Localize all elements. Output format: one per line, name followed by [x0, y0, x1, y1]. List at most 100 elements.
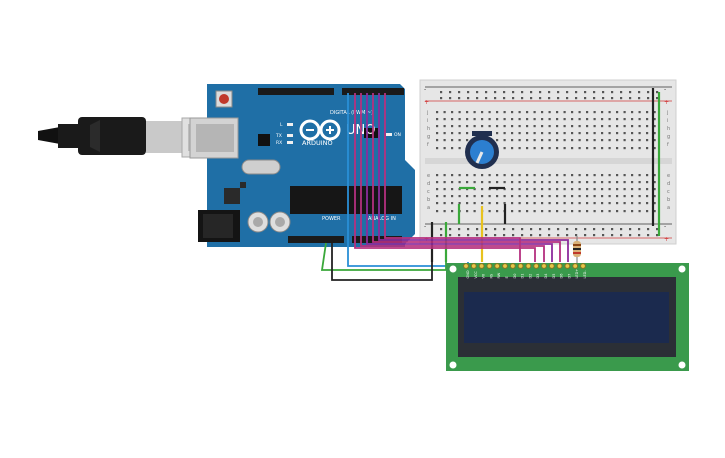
breadboard-hole[interactable]	[586, 202, 589, 205]
breadboard-hole[interactable]	[503, 181, 506, 184]
breadboard-hole[interactable]	[541, 181, 544, 184]
breadboard-hole[interactable]	[518, 147, 521, 150]
breadboard-hole[interactable]	[593, 111, 596, 114]
breadboard-hole[interactable]	[533, 195, 536, 198]
breadboard-hole[interactable]	[496, 111, 499, 114]
rail-hole[interactable]	[440, 91, 443, 94]
breadboard-hole[interactable]	[601, 118, 604, 121]
breadboard-hole[interactable]	[646, 181, 649, 184]
breadboard-hole[interactable]	[578, 174, 581, 177]
breadboard-hole[interactable]	[436, 111, 439, 114]
breadboard-hole[interactable]	[571, 125, 574, 128]
breadboard-hole[interactable]	[488, 125, 491, 128]
breadboard-hole[interactable]	[503, 132, 506, 135]
breadboard-hole[interactable]	[616, 125, 619, 128]
rail-hole[interactable]	[521, 228, 524, 231]
rail-hole[interactable]	[629, 97, 632, 100]
breadboard-hole[interactable]	[436, 202, 439, 205]
breadboard-hole[interactable]	[653, 195, 656, 198]
breadboard-hole[interactable]	[631, 210, 634, 213]
breadboard-hole[interactable]	[631, 202, 634, 205]
breadboard-hole[interactable]	[646, 195, 649, 198]
breadboard-hole[interactable]	[563, 188, 566, 191]
breadboard-hole[interactable]	[548, 132, 551, 135]
breadboard-hole[interactable]	[458, 118, 461, 121]
breadboard-hole[interactable]	[623, 202, 626, 205]
rail-hole[interactable]	[521, 234, 524, 237]
rail-hole[interactable]	[503, 228, 506, 231]
rail-hole[interactable]	[593, 91, 596, 94]
rail-hole[interactable]	[566, 234, 569, 237]
rail-hole[interactable]	[647, 234, 650, 237]
rail-hole[interactable]	[467, 91, 470, 94]
breadboard-hole[interactable]	[466, 181, 469, 184]
rail-hole[interactable]	[449, 228, 452, 231]
breadboard-hole[interactable]	[548, 181, 551, 184]
breadboard-hole[interactable]	[503, 125, 506, 128]
breadboard-hole[interactable]	[526, 118, 529, 121]
breadboard-hole[interactable]	[541, 125, 544, 128]
breadboard-hole[interactable]	[578, 111, 581, 114]
breadboard-hole[interactable]	[631, 139, 634, 142]
breadboard-hole[interactable]	[443, 210, 446, 213]
breadboard-hole[interactable]	[586, 118, 589, 121]
breadboard-hole[interactable]	[503, 111, 506, 114]
lcd-pin[interactable]	[580, 263, 586, 269]
rail-hole[interactable]	[575, 228, 578, 231]
breadboard-hole[interactable]	[556, 118, 559, 121]
breadboard-hole[interactable]	[533, 118, 536, 121]
breadboard-hole[interactable]	[631, 147, 634, 150]
breadboard-hole[interactable]	[578, 188, 581, 191]
breadboard-hole[interactable]	[608, 174, 611, 177]
breadboard-hole[interactable]	[488, 188, 491, 191]
breadboard-hole[interactable]	[593, 181, 596, 184]
rail-hole[interactable]	[566, 228, 569, 231]
breadboard-hole[interactable]	[563, 125, 566, 128]
lcd-pin[interactable]	[470, 263, 477, 269]
breadboard-hole[interactable]	[623, 118, 626, 121]
breadboard-hole[interactable]	[466, 125, 469, 128]
breadboard-hole[interactable]	[518, 202, 521, 205]
breadboard-hole[interactable]	[458, 181, 461, 184]
breadboard-hole[interactable]	[526, 195, 529, 198]
breadboard-hole[interactable]	[571, 195, 574, 198]
breadboard-hole[interactable]	[458, 188, 461, 191]
breadboard-hole[interactable]	[436, 188, 439, 191]
rail-hole[interactable]	[458, 91, 461, 94]
breadboard-hole[interactable]	[571, 188, 574, 191]
breadboard-hole[interactable]	[443, 181, 446, 184]
breadboard-hole[interactable]	[481, 181, 484, 184]
breadboard-hole[interactable]	[646, 132, 649, 135]
breadboard-hole[interactable]	[473, 210, 476, 213]
breadboard-hole[interactable]	[526, 202, 529, 205]
breadboard-hole[interactable]	[451, 139, 454, 142]
lcd-pin[interactable]	[502, 263, 508, 269]
breadboard-hole[interactable]	[533, 111, 536, 114]
breadboard-hole[interactable]	[496, 118, 499, 121]
breadboard-hole[interactable]	[503, 147, 506, 150]
breadboard-hole[interactable]	[563, 147, 566, 150]
rail-hole[interactable]	[512, 228, 515, 231]
breadboard-hole[interactable]	[473, 195, 476, 198]
breadboard-hole[interactable]	[556, 174, 559, 177]
breadboard-hole[interactable]	[451, 132, 454, 135]
breadboard-hole[interactable]	[638, 125, 641, 128]
breadboard-hole[interactable]	[586, 174, 589, 177]
breadboard-hole[interactable]	[548, 111, 551, 114]
breadboard-hole[interactable]	[638, 188, 641, 191]
rail-hole[interactable]	[485, 91, 488, 94]
lcd-pin[interactable]	[509, 263, 516, 269]
breadboard-hole[interactable]	[556, 111, 559, 114]
rail-hole[interactable]	[647, 97, 650, 100]
breadboard-hole[interactable]	[511, 132, 514, 135]
breadboard-hole[interactable]	[586, 132, 589, 135]
breadboard-hole[interactable]	[556, 125, 559, 128]
breadboard-hole[interactable]	[503, 202, 506, 205]
rail-hole[interactable]	[602, 91, 605, 94]
breadboard-hole[interactable]	[451, 111, 454, 114]
breadboard-hole[interactable]	[436, 125, 439, 128]
rail-hole[interactable]	[647, 228, 650, 231]
breadboard-hole[interactable]	[436, 195, 439, 198]
breadboard-hole[interactable]	[436, 181, 439, 184]
rail-hole[interactable]	[638, 228, 641, 231]
